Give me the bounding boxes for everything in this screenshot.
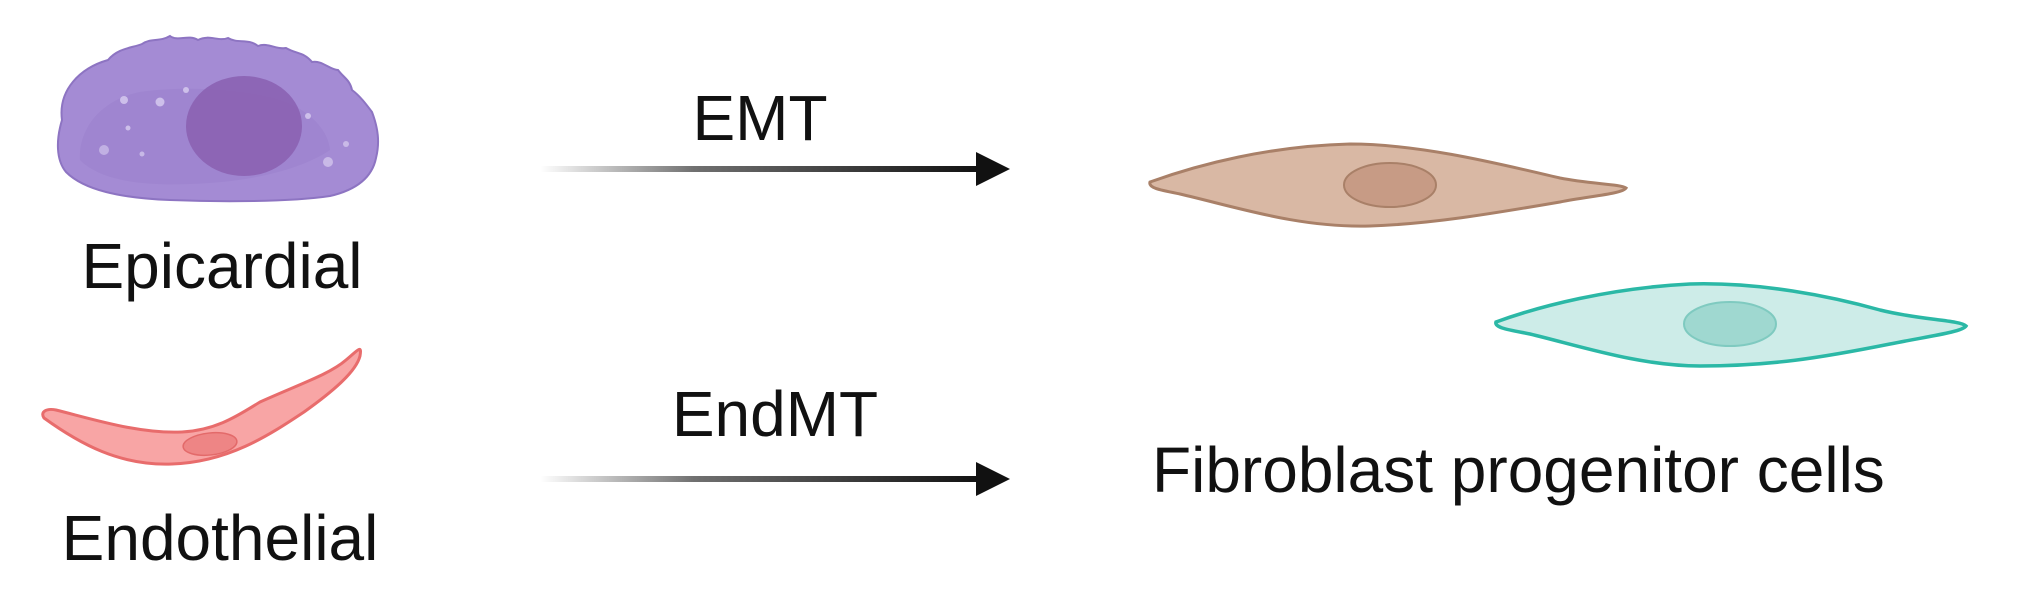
fibroblast-cell-icon xyxy=(1148,142,1629,228)
epicardial-cell-icon xyxy=(56,34,380,203)
endothelial-label: Endothelial xyxy=(62,502,379,574)
endmt-label: EndMT xyxy=(672,378,878,450)
epicardial-label: Epicardial xyxy=(81,230,362,302)
endmt-arrow xyxy=(540,462,1010,496)
fibroblast-progenitor-label: Fibroblast progenitor cells xyxy=(1152,434,1885,506)
fibroblast-cell-icon-teal xyxy=(1494,282,1969,368)
endothelial-cell-icon xyxy=(41,347,362,466)
emt-arrow xyxy=(540,152,1010,186)
emt-label: EMT xyxy=(692,82,827,154)
